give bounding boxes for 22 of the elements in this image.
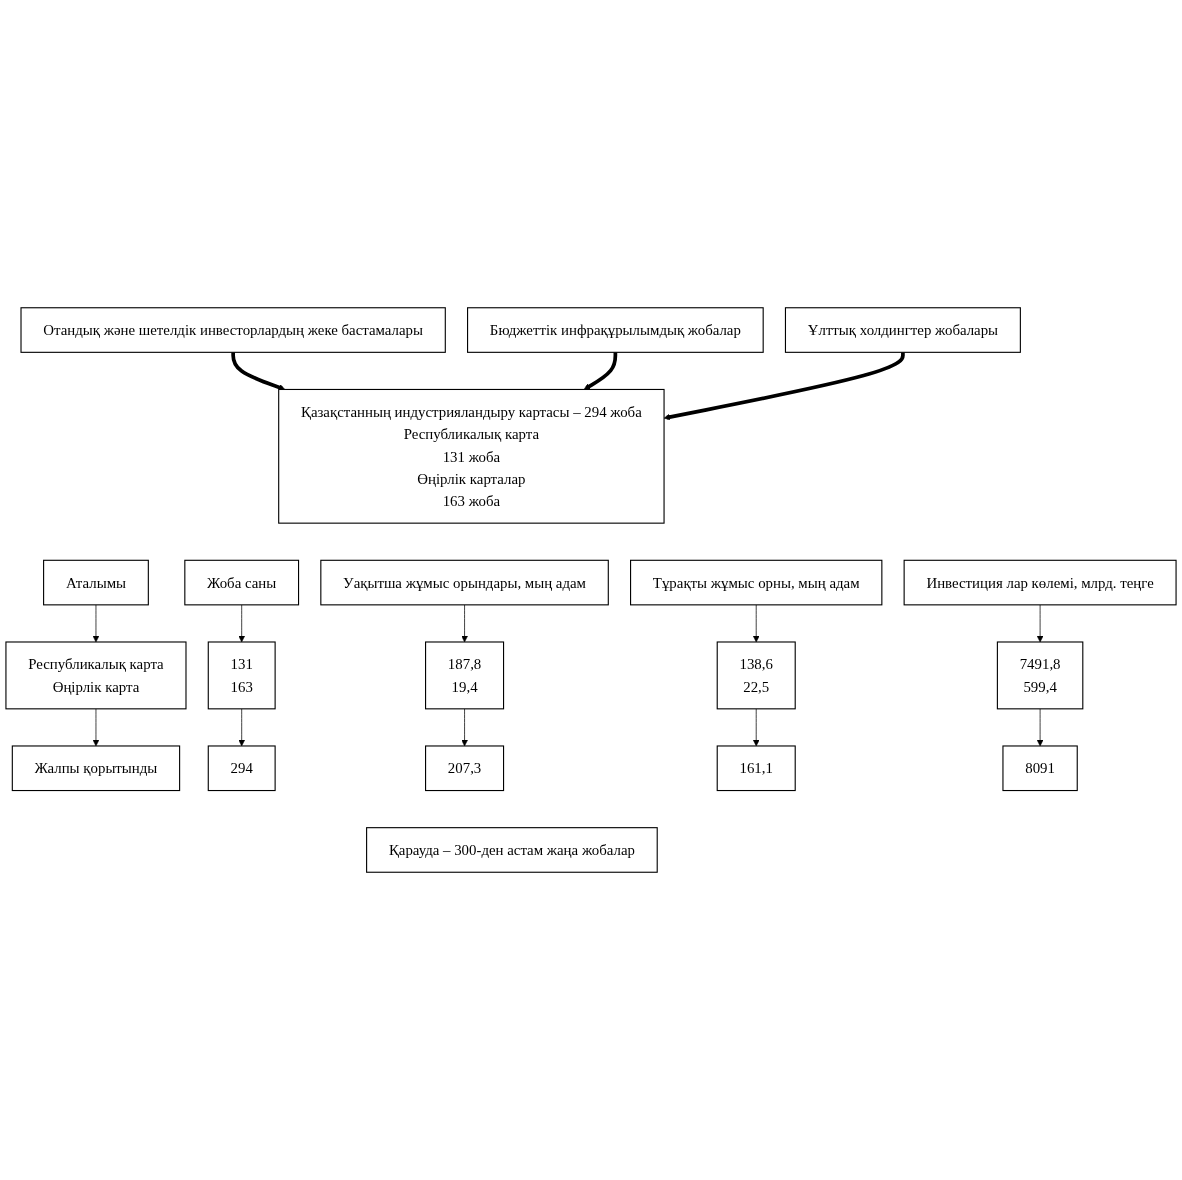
node-box: 138,6 22,5 xyxy=(716,641,796,710)
node-box: 187,8 19,4 xyxy=(425,641,505,710)
node-box: 161,1 xyxy=(716,745,796,792)
node-box: Жалпы қорытынды xyxy=(11,745,181,792)
node-box: Жоба саны xyxy=(184,559,300,606)
node-box: Бюджеттік инфрақұрылымдық жобалар xyxy=(467,307,764,353)
node-box: 7491,8 599,4 xyxy=(996,641,1084,710)
arrow xyxy=(583,352,618,390)
node-box: 8091 xyxy=(1002,745,1078,792)
node-box: 131 163 xyxy=(207,641,276,710)
node-box: 207,3 xyxy=(425,745,505,792)
node-box: Қазақстанның индустрияландыру картасы – 294 жоба Республикалық карта 131 жоба Өңірлік карталар 163 жоба xyxy=(278,388,665,524)
node-box: Қарауда – 300-ден астам жаңа жобалар xyxy=(366,827,658,873)
node-box: Аталымы xyxy=(43,559,149,606)
node-box: 294 xyxy=(207,745,276,792)
node-box: Уақытша жұмыс орындары, мың адам xyxy=(320,559,609,606)
node-box: Отандық және шетелдік инвесторлардың жеке бастамалары xyxy=(20,307,446,353)
node-box: Ұлттық холдингтер жобалары xyxy=(784,307,1021,353)
node-box: Республикалық карта Өңірлік карта xyxy=(5,641,187,710)
arrow xyxy=(231,352,286,391)
node-box: Тұрақты жұмыс орны, мың адам xyxy=(630,559,883,606)
node-box: Инвестиция лар көлемі, млрд. теңге xyxy=(903,559,1177,606)
